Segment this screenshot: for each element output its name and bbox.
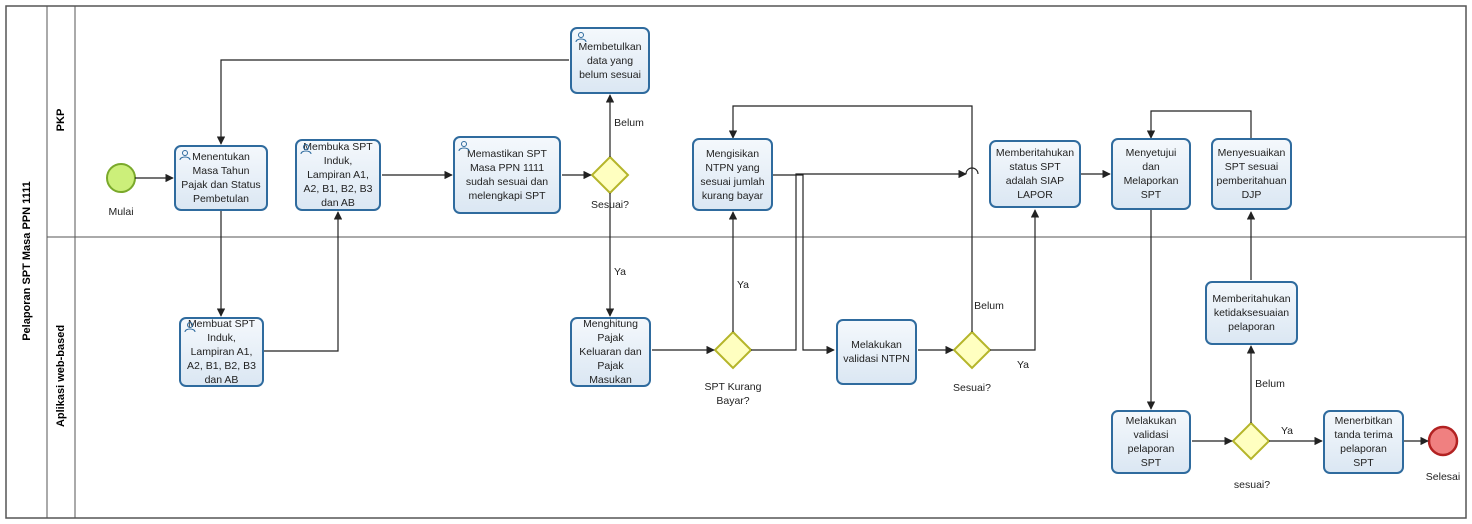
end-event[interactable] bbox=[1427, 425, 1459, 457]
task-menyesuaikan[interactable]: Menyesuaikan SPT sesuai pemberitahuan DJ… bbox=[1211, 138, 1292, 210]
lane-label-aplikasi: Aplikasi web-based bbox=[55, 324, 67, 428]
task-label: Memastikan SPT Masa PPN 1111 sudah sesua… bbox=[465, 148, 549, 202]
gateway-sesuai-1[interactable] bbox=[590, 155, 630, 195]
task-label: Menyetujui dan Melaporkan SPT bbox=[1123, 147, 1179, 201]
task-label: Membuat SPT Induk, Lampiran A1, A2, B1, … bbox=[187, 318, 256, 386]
task-mengisikan[interactable]: Mengisikan NTPN yang sesuai jumlah kuran… bbox=[692, 138, 773, 211]
task-menyetujui[interactable]: Menyetujui dan Melaporkan SPT bbox=[1111, 138, 1191, 210]
start-event[interactable] bbox=[106, 163, 136, 193]
task-label: Membuka SPT Induk, Lampiran A1, A2, B1, … bbox=[303, 141, 373, 209]
task-memberitahukan-status[interactable]: Memberitahukan status SPT adalah SIAP LA… bbox=[989, 140, 1081, 208]
task-label: Menentukan Masa Tahun Pajak dan Status P… bbox=[181, 151, 261, 205]
task-label: Menghitung Pajak Keluaran dan Pajak Masu… bbox=[579, 318, 642, 386]
start-label: Mulai bbox=[108, 206, 134, 218]
task-validasi-ntpn[interactable]: Melakukan validasi NTPN bbox=[836, 319, 917, 385]
task-label: Melakukan validasi pelaporan SPT bbox=[1125, 415, 1177, 469]
pool-title: Pelaporan SPT Masa PPN 1111 bbox=[21, 181, 33, 341]
task-label: Memberitahukan status SPT adalah SIAP LA… bbox=[995, 147, 1075, 201]
flow-membetulkan-menentukan bbox=[216, 59, 569, 145]
task-membuat[interactable]: Membuat SPT Induk, Lampiran A1, A2, B1, … bbox=[179, 317, 264, 387]
flow-tidak-memberitahukan bbox=[751, 169, 967, 351]
flow-label-belum-2: Belum bbox=[974, 300, 1004, 312]
flow-belum-mengisikan bbox=[728, 105, 973, 332]
task-label: Memberitahukan ketidaksesuaian pelaporan bbox=[1212, 293, 1291, 333]
gateway-sesuai-2[interactable] bbox=[952, 330, 992, 370]
task-validasi-pelaporan[interactable]: Melakukan validasi pelaporan SPT bbox=[1111, 410, 1191, 474]
gateway-label-kurang-bayar: SPT Kurang Bayar? bbox=[704, 381, 762, 407]
task-menerbitkan[interactable]: Menerbitkan tanda terima pelaporan SPT bbox=[1323, 410, 1404, 474]
user-icon bbox=[179, 150, 191, 161]
task-label: Membetulkan data yang belum sesuai bbox=[578, 40, 642, 81]
flow-label-belum-1: Belum bbox=[614, 117, 644, 129]
task-label: Melakukan validasi NTPN bbox=[843, 339, 910, 365]
task-ketidaksesuaian[interactable]: Memberitahukan ketidaksesuaian pelaporan bbox=[1205, 281, 1298, 345]
task-label: Menyesuaikan SPT sesuai pemberitahuan DJ… bbox=[1216, 147, 1287, 201]
task-membetulkan[interactable]: Membetulkan data yang belum sesuai bbox=[570, 27, 650, 94]
task-label: Menerbitkan tanda terima pelaporan SPT bbox=[1334, 415, 1393, 469]
task-menghitung[interactable]: Menghitung Pajak Keluaran dan Pajak Masu… bbox=[570, 317, 651, 387]
end-label: Selesai bbox=[1425, 471, 1461, 483]
task-label: Mengisikan NTPN yang sesuai jumlah kuran… bbox=[700, 147, 765, 202]
task-memastikan[interactable]: Memastikan SPT Masa PPN 1111 sudah sesua… bbox=[453, 136, 561, 214]
flow-label-belum-3: Belum bbox=[1255, 378, 1285, 390]
flow-mengisikan-validasi bbox=[773, 174, 835, 355]
task-menentukan[interactable]: Menentukan Masa Tahun Pajak dan Status P… bbox=[174, 145, 268, 211]
user-icon bbox=[575, 32, 587, 43]
user-icon bbox=[300, 144, 312, 155]
user-icon bbox=[458, 141, 470, 152]
gateway-label-sesuai-3: sesuai? bbox=[1233, 479, 1271, 491]
lane-label-pkp: PKP bbox=[55, 108, 67, 132]
gateway-sesuai-3[interactable] bbox=[1231, 421, 1271, 461]
flow-label-ya-4: Ya bbox=[1280, 425, 1294, 437]
flow-label-ya-3: Ya bbox=[1016, 359, 1030, 371]
gateway-label-sesuai-1: Sesuai? bbox=[591, 199, 629, 211]
flow-menyesuaikan-menyetujui bbox=[1146, 110, 1252, 139]
flow-label-ya-1: Ya bbox=[613, 266, 627, 278]
line-jump bbox=[965, 167, 979, 175]
task-membuka[interactable]: Membuka SPT Induk, Lampiran A1, A2, B1, … bbox=[295, 139, 381, 211]
gateway-label-sesuai-2: Sesuai? bbox=[953, 382, 991, 394]
flow-ya-memberitahukan bbox=[990, 209, 1040, 351]
pool-border bbox=[5, 5, 1467, 519]
gateway-kurang-bayar[interactable] bbox=[713, 330, 753, 370]
flow-label-ya-2: Ya bbox=[736, 279, 750, 291]
flow-membuat-membuka bbox=[264, 211, 343, 352]
user-icon bbox=[184, 322, 196, 333]
